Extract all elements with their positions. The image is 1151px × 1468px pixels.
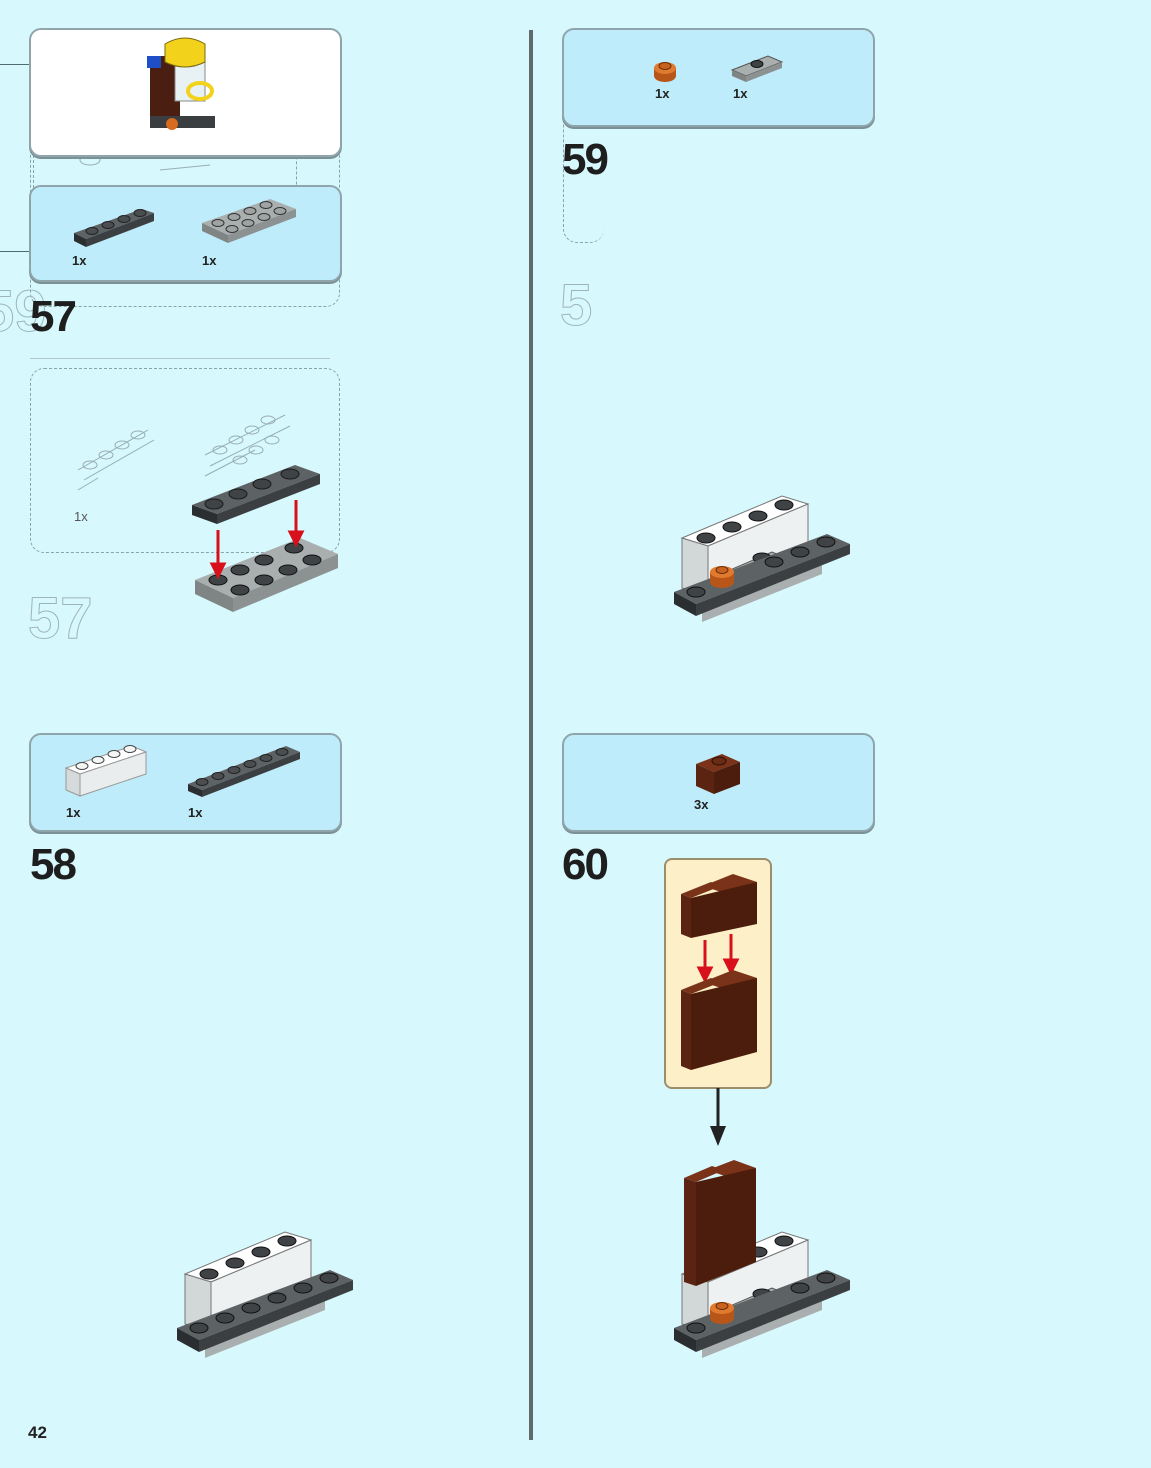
part-qty: 1x: [72, 253, 87, 268]
light-gray-jumper-plate-icon: [730, 55, 784, 82]
step-60-assembly: [674, 1160, 850, 1358]
ghost-qty-label: 1x: [74, 509, 88, 524]
page-number: 42: [28, 1423, 47, 1442]
ghost-step-number: 59: [0, 279, 47, 345]
part-qty: 3x: [694, 797, 709, 812]
white-brick-1x4-icon: [64, 745, 148, 797]
reddish-brown-brick-1x1-icon: [696, 754, 740, 794]
part-qty: 1x: [733, 86, 748, 101]
part-qty: 1x: [188, 805, 203, 820]
part-qty: 1x: [202, 253, 217, 268]
dark-gray-plate-1x6-icon: [188, 746, 300, 797]
ghost-line: [30, 358, 330, 359]
ghost-step-number: 57: [28, 586, 94, 652]
part-qty: 1x: [66, 805, 81, 820]
ghost-step-number: 5: [559, 273, 593, 339]
minifig-stand-assembly: [147, 37, 215, 130]
step-number: 59: [562, 135, 609, 184]
dark-gray-plate-1x4-icon: [74, 209, 154, 247]
step-58-assembly: [177, 1231, 353, 1358]
insert-arrow: [710, 1088, 726, 1146]
step-59-assembly: [674, 495, 850, 622]
ghost-panel: [563, 50, 604, 243]
step-number: 57: [30, 292, 77, 341]
step-57-assembly: [192, 465, 338, 612]
step-number: 60: [562, 840, 609, 889]
part-qty: 1x: [655, 86, 670, 101]
subassembly-brick-stack: [681, 874, 757, 1070]
orange-round-plate-1x1-icon: [654, 62, 676, 82]
light-gray-plate-2x4-icon: [202, 199, 296, 243]
step-number: 58: [30, 840, 77, 889]
parts-callout-step-59: [562, 28, 875, 127]
column-divider: [529, 30, 533, 1440]
ghost-panel: [30, 368, 340, 553]
